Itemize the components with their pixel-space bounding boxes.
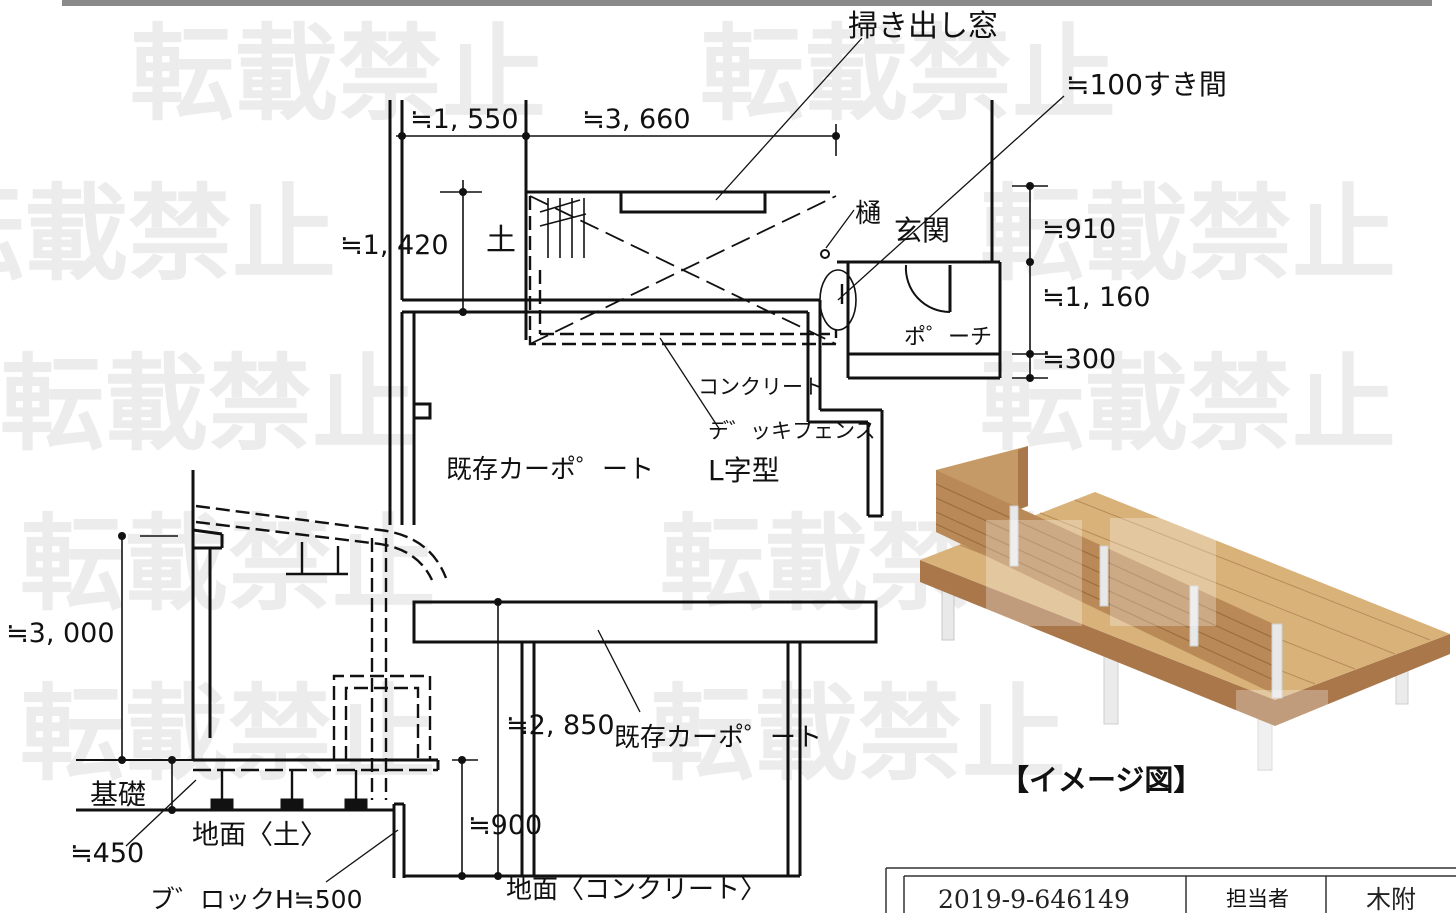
dimension-3000: ≒3, 000 xyxy=(6,618,115,649)
concrete-label: コンクリート xyxy=(698,375,824,399)
watermark-text: 転載禁止 xyxy=(20,673,436,795)
dimension-900: ≒900 xyxy=(468,810,542,841)
dimension-1550: ≒1, 550 xyxy=(410,104,519,135)
dimension-2850: ≒2, 850 xyxy=(506,710,615,741)
watermark-text: 転載禁止 xyxy=(0,343,416,465)
person-in-charge-name: 木附 xyxy=(1366,885,1416,913)
watermark-layer: 転載禁止 転載禁止 転載禁止 転載禁止 転載禁止 転載禁止 転載禁止 転載禁止 … xyxy=(0,13,1396,795)
watermark-text: 転載禁止 xyxy=(980,173,1396,295)
watermark-text: 転載禁止 xyxy=(0,173,336,295)
watermark-text: 転載禁止 xyxy=(650,673,1066,795)
watermark-text: 転載禁止 xyxy=(130,13,546,135)
deck-fence-label: デ゛ッキフェンス xyxy=(708,419,876,443)
gutter-label: 樋 xyxy=(855,199,881,229)
entrance-label: 玄関 xyxy=(894,214,950,247)
l-shape-label: L字型 xyxy=(708,454,780,487)
ground-concrete-label: 地面〈コンクリート〉 xyxy=(506,875,766,905)
sweep-window-label: 掃き出し窓 xyxy=(848,9,998,44)
dimension-450: ≒450 xyxy=(70,838,144,869)
image-caption: 【イメージ図】 xyxy=(1000,763,1202,797)
document-number: 2019-9-646149 xyxy=(938,885,1130,913)
dimension-910: ≒910 xyxy=(1042,214,1116,245)
person-in-charge-label: 担当者 xyxy=(1226,887,1289,911)
deck-3d-illustration xyxy=(920,446,1450,771)
dimension-1420: ≒1, 420 xyxy=(340,230,449,261)
soil-label: 土 xyxy=(486,223,516,258)
watermark-text: 転載禁止 xyxy=(700,13,1116,135)
dimension-1160: ≒1, 160 xyxy=(1042,282,1151,313)
dimension-3660: ≒3, 660 xyxy=(582,104,691,135)
dimension-300: ≒300 xyxy=(1042,344,1116,375)
header-strip xyxy=(62,0,1432,6)
gap-label: ≒100すき間 xyxy=(1066,68,1227,101)
section-dimension-dots xyxy=(118,532,502,880)
section-carport-label: 既存カーポ゜ート xyxy=(614,723,822,753)
porch-label: ポ゜ーチ xyxy=(904,325,992,350)
plan-dimension-dots xyxy=(398,132,1034,382)
title-block xyxy=(885,867,1456,913)
watermark-text: 転載禁止 xyxy=(980,343,1396,465)
foundation-label: 基礎 xyxy=(90,778,146,811)
plan-view xyxy=(388,37,1065,525)
block-height-label: ブ゛ロックH≒500 xyxy=(150,885,363,913)
watermark-text: 転載禁止 xyxy=(20,503,436,625)
ground-soil-label: 地面〈土〉 xyxy=(192,820,327,851)
existing-carport-label: 既存カーポ゜ート xyxy=(446,455,654,485)
